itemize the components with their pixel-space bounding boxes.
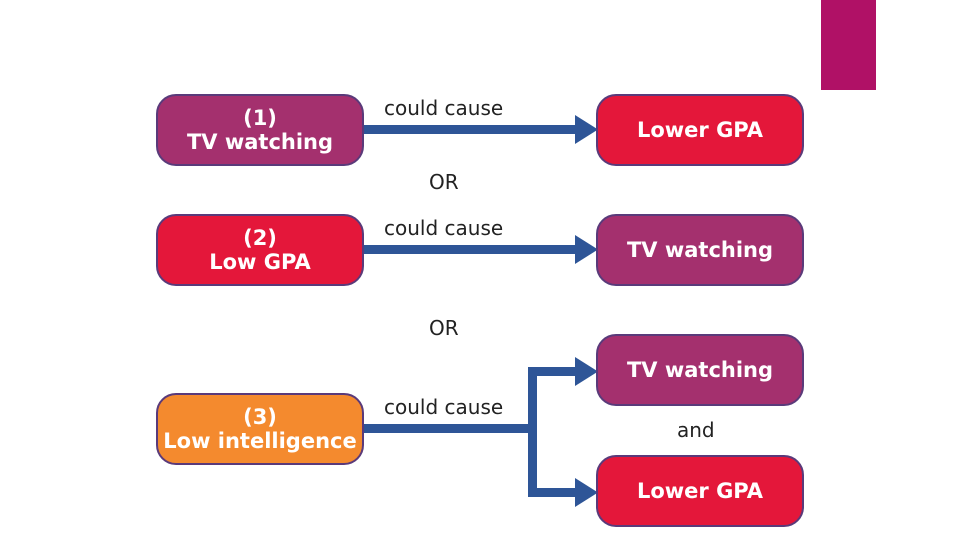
and-joiner: and (677, 418, 715, 442)
effect-box-lower-gpa: Lower GPA (596, 94, 804, 166)
cause-number: (1) (243, 105, 277, 130)
or-separator: OR (429, 170, 459, 194)
effect-box-tv-watching: TV watching (596, 214, 804, 286)
arrow-2-head (575, 235, 598, 264)
effect-label: TV watching (626, 237, 774, 262)
arrow-3-branch-bottom (528, 488, 578, 497)
accent-bar (821, 0, 876, 90)
effect-label: Lower GPA (636, 117, 764, 142)
cause-label: Low GPA (209, 250, 311, 274)
cause-label: TV watching (186, 130, 334, 154)
cause-box-low-gpa: (2) Low GPA (156, 214, 364, 286)
arrow-3-shaft (360, 424, 532, 433)
relation-label: could cause (384, 395, 504, 419)
cause-box-tv-watching: (1) TV watching (156, 94, 364, 166)
cause-label: Low intelligence (163, 429, 357, 453)
cause-box-low-intelligence: (3) Low intelligence (156, 393, 364, 465)
arrow-3-branch-vertical (528, 367, 537, 497)
arrow-3-branch-top (528, 367, 578, 376)
relation-label: could cause (384, 96, 504, 120)
arrow-3-head-top (575, 357, 598, 386)
arrow-3-head-bottom (575, 478, 598, 507)
effect-label: TV watching (626, 357, 774, 382)
arrow-1-head (575, 115, 598, 144)
effect-box-tv-watching: TV watching (596, 334, 804, 406)
cause-number: (2) (243, 225, 277, 250)
or-separator: OR (429, 316, 459, 340)
cause-number: (3) (243, 404, 277, 429)
relation-label: could cause (384, 216, 504, 240)
effect-box-lower-gpa: Lower GPA (596, 455, 804, 527)
arrow-1-shaft (360, 125, 578, 134)
effect-label: Lower GPA (636, 478, 764, 503)
arrow-2-shaft (360, 245, 578, 254)
